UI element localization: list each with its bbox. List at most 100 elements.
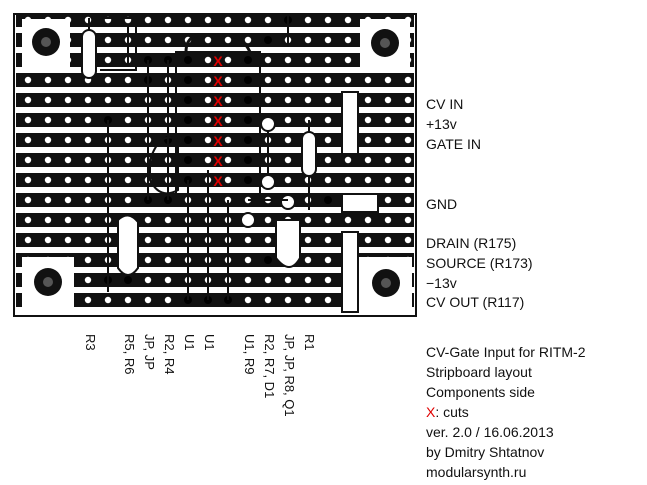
- board-hole: [284, 276, 292, 284]
- resistor-r1: [301, 131, 317, 177]
- board-hole: [84, 216, 92, 224]
- board-hole: [64, 96, 72, 104]
- board-hole: [344, 176, 352, 184]
- board-hole: [84, 156, 92, 164]
- resistor-r2: [149, 136, 179, 195]
- board-hole: [204, 156, 212, 164]
- board-hole: [104, 76, 112, 84]
- board-hole: [364, 176, 372, 184]
- board-hole: [384, 76, 392, 84]
- board-hole: [124, 176, 132, 184]
- board-hole: [204, 16, 212, 24]
- copper-strip: [16, 93, 414, 107]
- board-hole: [224, 76, 232, 84]
- board-hole: [364, 236, 372, 244]
- board-hole: [224, 176, 232, 184]
- copper-strip: [16, 13, 414, 27]
- board-hole: [284, 116, 292, 124]
- board-hole: [44, 216, 52, 224]
- board-hole: [324, 236, 332, 244]
- label-drain: DRAIN (R175): [426, 235, 517, 251]
- board-hole: [364, 76, 372, 84]
- board-hole: [224, 156, 232, 164]
- board-hole: [244, 36, 252, 44]
- board-hole: [204, 56, 212, 64]
- bottom-label-jp-jp-r8-q1: JP, JP, R8, Q1: [282, 334, 297, 417]
- header-drain-out: [341, 231, 359, 313]
- board-hole: [84, 256, 92, 264]
- header-cv-gate: [341, 91, 359, 155]
- board-hole: [304, 36, 312, 44]
- board-border: [13, 13, 417, 317]
- board-hole: [284, 176, 292, 184]
- board-hole: [324, 96, 332, 104]
- board-hole: [24, 96, 32, 104]
- board-hole: [304, 236, 312, 244]
- board-hole: [384, 236, 392, 244]
- board-hole: [244, 256, 252, 264]
- board-hole: [104, 296, 112, 304]
- board-hole: [24, 216, 32, 224]
- board-hole: [384, 196, 392, 204]
- copper-strip: [16, 173, 414, 187]
- resistor-r3: [81, 29, 97, 79]
- board-hole: [224, 16, 232, 24]
- board-hole: [304, 216, 312, 224]
- board-hole: [24, 176, 32, 184]
- board-hole: [384, 116, 392, 124]
- board-hole: [124, 296, 132, 304]
- board-hole: [284, 156, 292, 164]
- board-hole: [364, 116, 372, 124]
- board-hole: [264, 236, 272, 244]
- board-hole: [264, 296, 272, 304]
- board-hole: [404, 236, 412, 244]
- board-hole: [324, 216, 332, 224]
- ic-u1-outline: [175, 51, 261, 195]
- transistor-q1: [275, 219, 301, 268]
- board-hole: [84, 116, 92, 124]
- board-hole: [44, 196, 52, 204]
- bottom-label-r2-r4: R2, R4: [162, 334, 177, 375]
- components: [22, 14, 412, 313]
- board-hole: [124, 196, 132, 204]
- board-hole: [384, 176, 392, 184]
- board-hole: [204, 76, 212, 84]
- board-hole: [204, 136, 212, 144]
- component-lead: [184, 136, 192, 144]
- board-hole: [164, 216, 172, 224]
- component-lead: [264, 256, 272, 264]
- board-hole: [404, 216, 412, 224]
- component-lead: [244, 96, 252, 104]
- board-hole: [224, 56, 232, 64]
- board-hole: [64, 196, 72, 204]
- board-hole: [264, 96, 272, 104]
- pad-ring: [260, 174, 276, 190]
- label-cv-out: CV OUT (R117): [426, 294, 525, 310]
- board-hole: [224, 36, 232, 44]
- label-source: SOURCE (R173): [426, 255, 533, 271]
- board-hole: [344, 76, 352, 84]
- board-hole: [144, 296, 152, 304]
- board-hole: [164, 16, 172, 24]
- board-hole: [244, 236, 252, 244]
- label-minus13v: −13v: [426, 275, 457, 291]
- board-hole: [284, 296, 292, 304]
- board-hole: [144, 236, 152, 244]
- board-hole: [164, 256, 172, 264]
- copper-strip: [16, 113, 414, 127]
- board-hole: [324, 76, 332, 84]
- board-hole: [184, 16, 192, 24]
- board-hole: [404, 196, 412, 204]
- cut-marker: X: [213, 133, 223, 149]
- board-hole: [284, 56, 292, 64]
- component-lead: [244, 136, 252, 144]
- component-lead: [184, 116, 192, 124]
- board-hole: [64, 156, 72, 164]
- board-hole: [64, 176, 72, 184]
- board-hole: [24, 156, 32, 164]
- board-hole: [64, 136, 72, 144]
- board-hole: [264, 76, 272, 84]
- board-hole: [44, 156, 52, 164]
- board-hole: [44, 96, 52, 104]
